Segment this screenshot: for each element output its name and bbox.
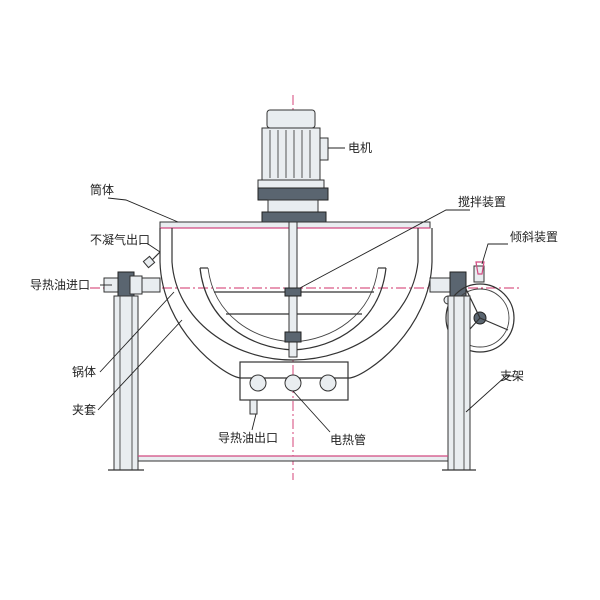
heating-tube-1 — [249, 374, 267, 392]
label-tilting-device: 倾斜装置 — [510, 230, 558, 244]
left-support-leg — [108, 295, 144, 471]
label-cylinder: 筒体 — [90, 182, 114, 197]
label-stirrer: 搅拌装置 — [458, 194, 506, 209]
heating-tube-2 — [284, 374, 302, 392]
leader-lines — [97, 147, 514, 433]
oil-outlet-pipe — [249, 399, 258, 415]
right-support-leg — [442, 295, 476, 471]
heating-tube-3 — [319, 374, 337, 392]
label-pot-body: 锅体 — [72, 364, 96, 379]
non-condensable-outlet — [142, 251, 161, 269]
right-trunnion — [429, 271, 467, 299]
jacket-bottom-box — [239, 361, 349, 401]
label-non-condensable-outlet: 不凝气出口 — [90, 232, 150, 247]
label-motor: 电机 — [348, 141, 372, 155]
label-support: 支架 — [500, 369, 524, 383]
left-trunnion — [103, 271, 161, 299]
label-heating-tube: 电热管 — [330, 432, 366, 447]
label-oil-outlet: 导热油出口 — [218, 431, 278, 445]
label-oil-inlet: 导热油进口 — [30, 278, 90, 292]
motor — [257, 109, 329, 223]
pot-body-shell — [171, 228, 419, 361]
base-crossbar — [137, 455, 449, 462]
label-jacket: 夹套 — [72, 403, 96, 417]
